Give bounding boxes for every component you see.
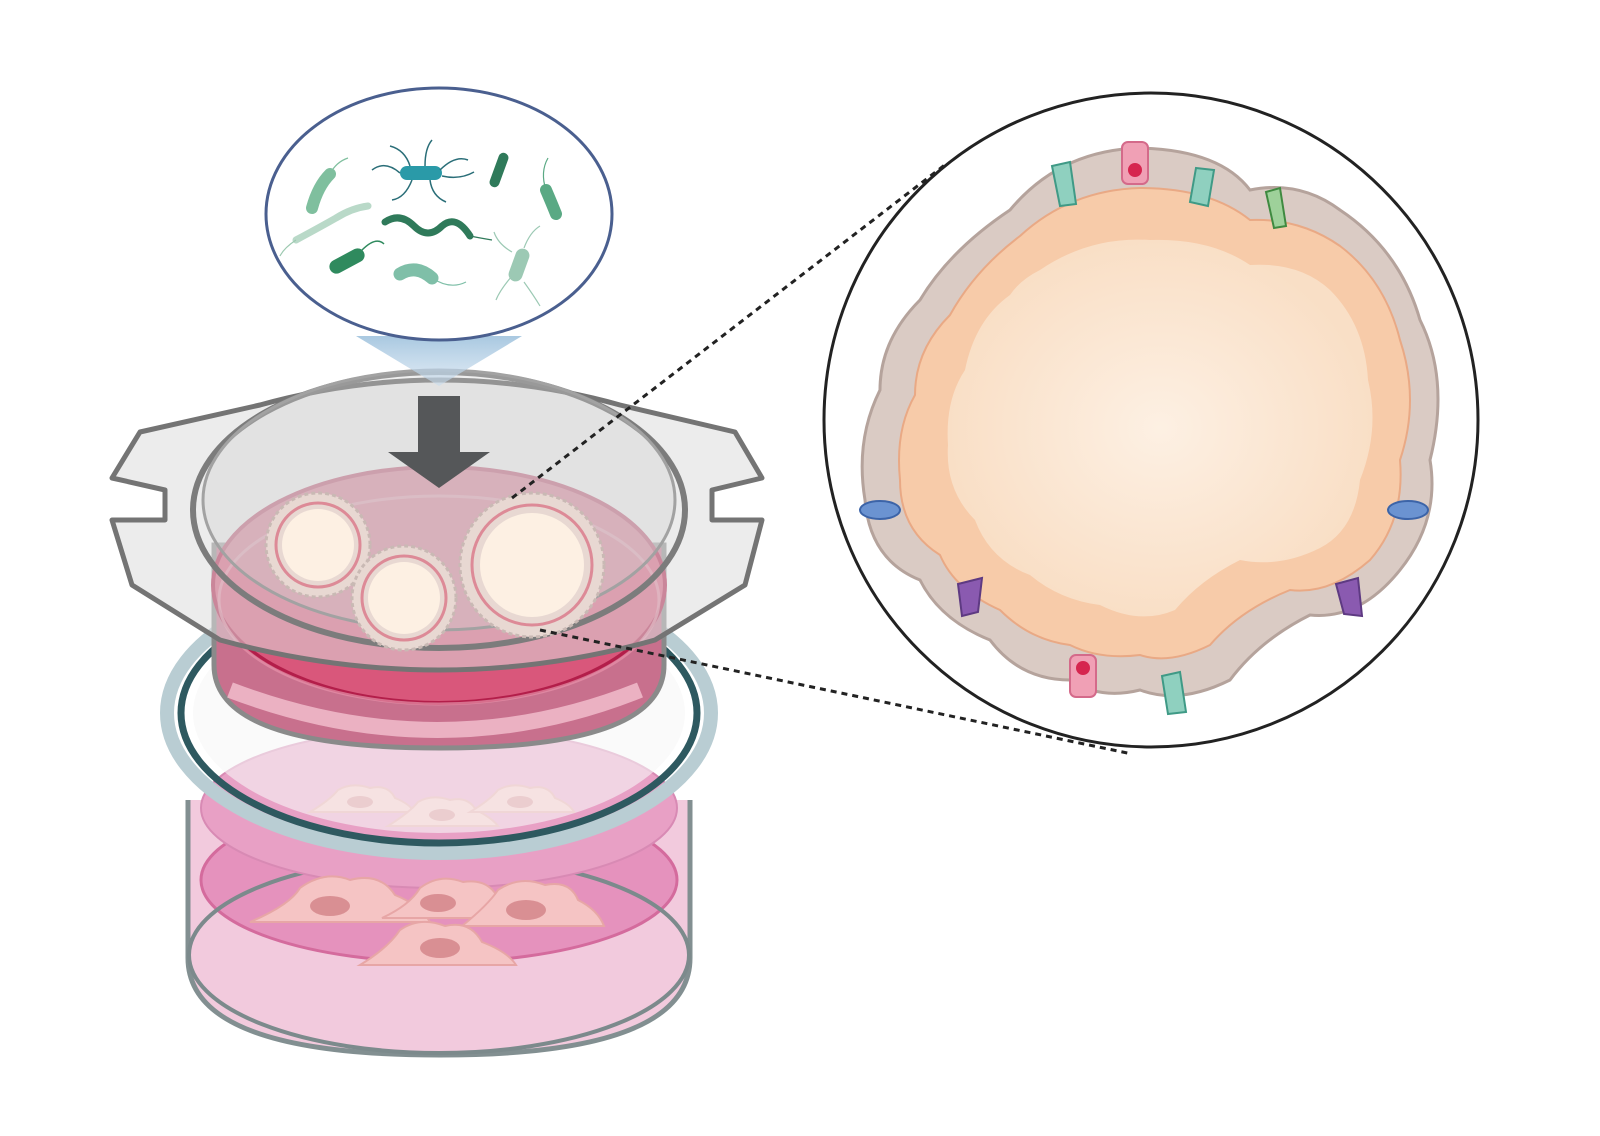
tuft-cell <box>1050 160 1078 208</box>
adherent-cell <box>356 920 518 966</box>
bacterium <box>329 240 385 274</box>
organoid <box>458 491 606 639</box>
bacterium <box>489 152 509 188</box>
bacterium <box>493 225 541 307</box>
adherent-cell <box>249 875 432 923</box>
down-arrow-icon <box>388 396 490 488</box>
bacterium <box>306 157 349 214</box>
bacterium <box>540 157 562 220</box>
zoom-connector-lines <box>511 162 1133 756</box>
bacteria-mix-icon <box>264 86 614 386</box>
tuft-cell <box>1188 166 1216 208</box>
organoid <box>264 491 372 599</box>
organoids-in-insert <box>264 491 606 652</box>
goblet-cell <box>1121 141 1149 185</box>
immune-cell <box>1387 500 1429 520</box>
enteroendocrine-cell <box>1334 576 1364 618</box>
bacterium <box>371 139 475 203</box>
organoid-lumen <box>947 239 1373 617</box>
goblet-cell <box>1069 654 1097 698</box>
adherent-cell <box>459 880 606 927</box>
paneth-cell <box>1264 186 1288 230</box>
bacterium <box>381 214 493 241</box>
bacterium <box>393 263 467 286</box>
enteroendocrine-cell <box>956 576 984 618</box>
organoid <box>350 544 458 652</box>
immune-cell <box>859 500 901 520</box>
tuft-cell <box>1160 670 1188 716</box>
bacterium <box>279 202 372 257</box>
organoid-cross-section-icon <box>822 91 1480 749</box>
